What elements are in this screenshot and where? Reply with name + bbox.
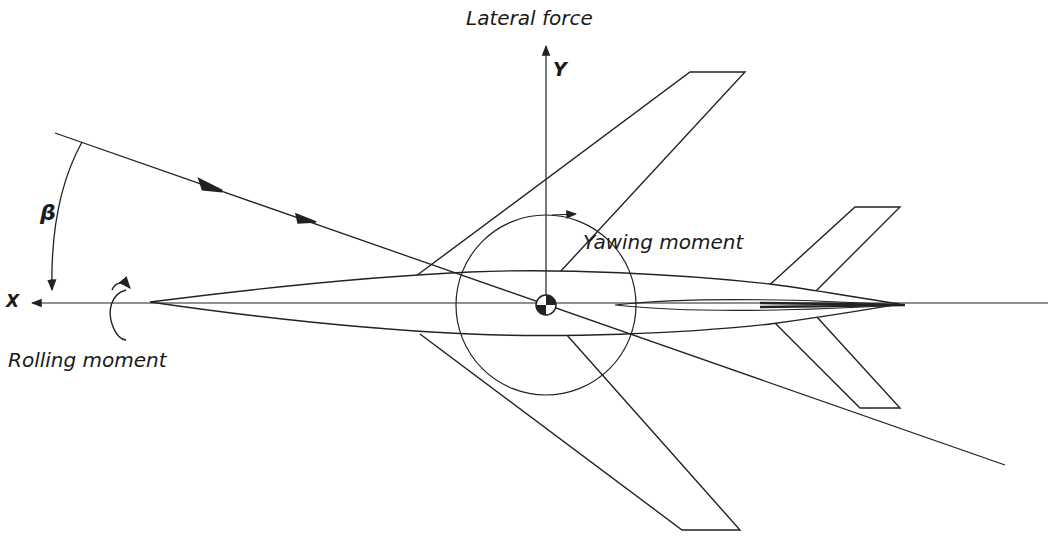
axis-name: Y — [553, 60, 567, 79]
moment-caption: Rolling moment — [8, 350, 167, 370]
y-axis — [545, 46, 546, 300]
roll-arrow — [112, 283, 130, 290]
beta-arc — [52, 142, 82, 290]
yaw-arrow — [552, 214, 576, 215]
axis-name: X — [6, 293, 19, 310]
tail-lower — [768, 316, 900, 408]
wind-arrow — [296, 214, 316, 223]
left-wing — [420, 334, 740, 530]
moment-caption: Yawing moment — [583, 232, 743, 252]
axis-caption: Lateral force — [466, 8, 593, 28]
cg-symbol — [546, 295, 556, 305]
roll-arrow — [110, 290, 126, 340]
cg-symbol — [536, 295, 556, 315]
cg-symbol — [536, 305, 546, 315]
tail-upper — [764, 207, 900, 291]
angle-symbol: β — [40, 202, 56, 224]
right-wing — [416, 72, 745, 276]
wind-arrow — [200, 180, 222, 191]
wind-line — [55, 133, 1005, 465]
